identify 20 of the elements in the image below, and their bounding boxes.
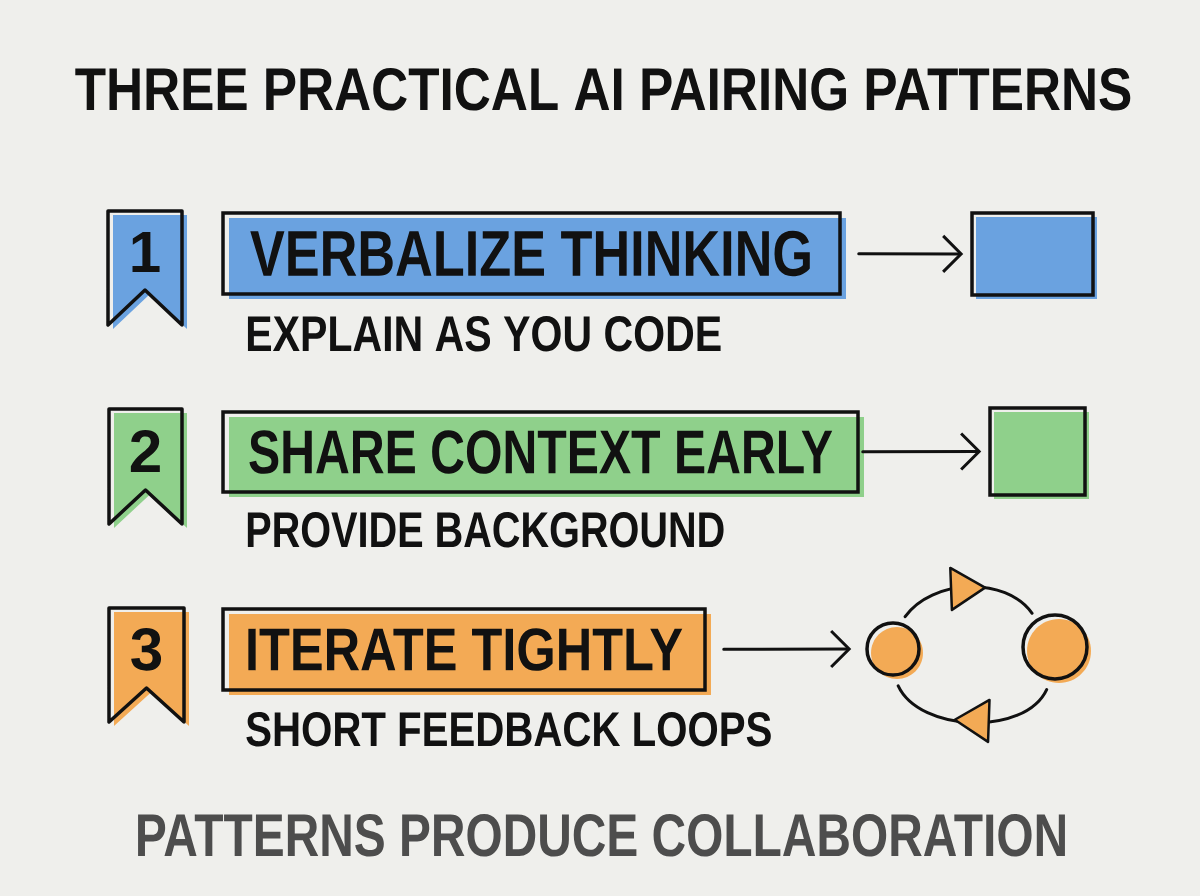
arrow xyxy=(861,432,982,471)
subtitle: SHORT FEEDBACK LOOPS xyxy=(246,711,771,747)
empty-box xyxy=(988,406,1089,499)
caption: PATTERNS PRODUCE COLLABORATION xyxy=(138,814,1065,857)
banner: ITERATE TIGHTLY xyxy=(221,607,711,695)
arrow xyxy=(722,630,852,669)
bookmark-ribbon: 3 xyxy=(107,606,189,726)
circle xyxy=(1021,613,1091,683)
subtitle: EXPLAIN AS YOU CODE xyxy=(247,316,721,352)
heading: THREE PRACTICAL AI PAIRING PATTERNS xyxy=(75,68,1131,111)
banner: VERBALIZE THINKING xyxy=(221,211,846,299)
loop-arrow xyxy=(896,684,1049,744)
bookmark-ribbon: 1 xyxy=(106,209,187,329)
loop-arrow xyxy=(903,566,1034,619)
subtitle: PROVIDE BACKGROUND xyxy=(247,512,724,548)
circle xyxy=(865,621,923,679)
empty-box xyxy=(970,211,1097,299)
banner: SHARE CONTEXT EARLY xyxy=(221,410,864,497)
bookmark-ribbon: 2 xyxy=(107,407,187,528)
arrow xyxy=(857,234,964,273)
